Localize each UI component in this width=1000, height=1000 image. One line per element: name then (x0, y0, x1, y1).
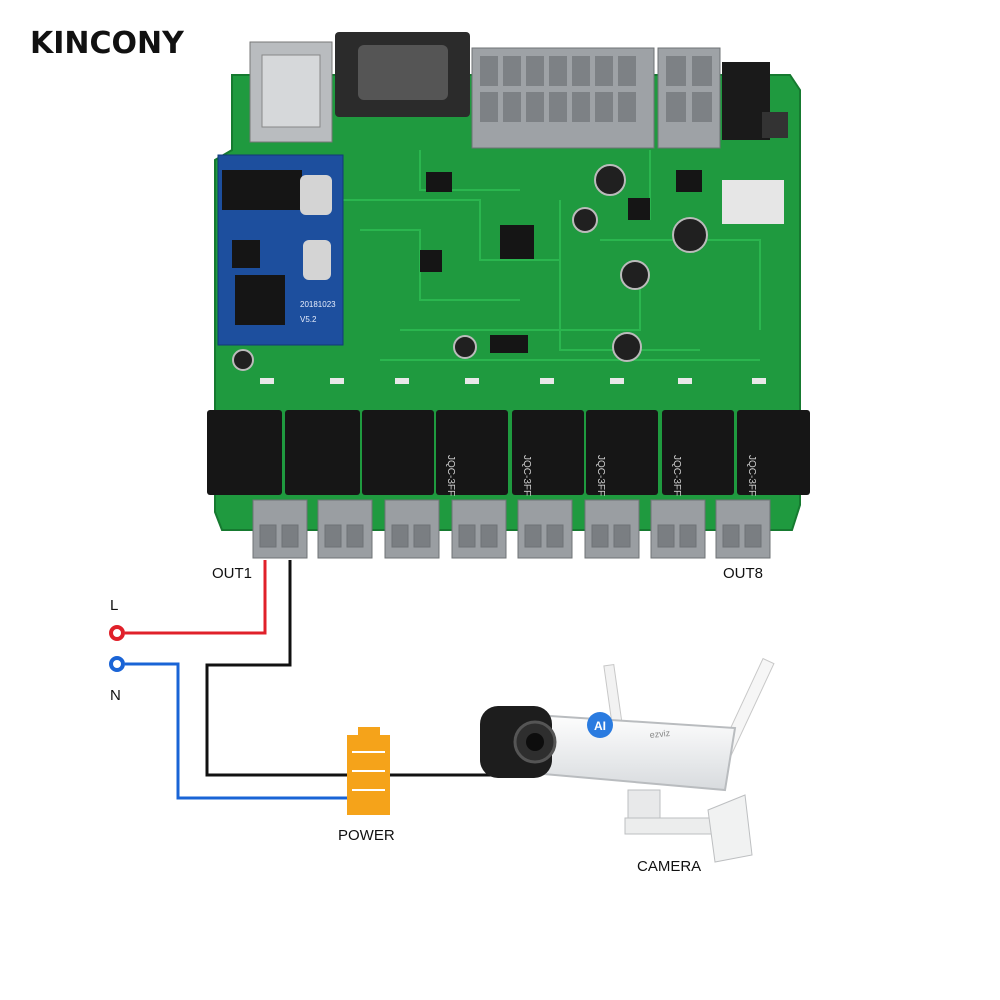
relay-4 (436, 410, 508, 495)
terminal-out1 (252, 499, 308, 559)
terminal-out7 (650, 499, 706, 559)
terminal-out6 (584, 499, 640, 559)
power-label: POWER (338, 827, 395, 844)
switched-wire (205, 560, 347, 777)
live-label: L (110, 597, 119, 614)
terminal-out8 (715, 499, 771, 559)
power-supply-icon (347, 727, 390, 815)
board-date-code: 20181023 (300, 300, 336, 309)
relay-5-model: JQC-3FF (521, 455, 532, 496)
terminal-out3 (384, 499, 440, 559)
relay-7-model: JQC-3FF (671, 455, 682, 496)
output-terminals (252, 499, 771, 559)
terminal-out4 (451, 499, 507, 559)
relay-3 (362, 410, 434, 495)
out8-label: OUT8 (723, 565, 764, 582)
relay-5 (512, 410, 584, 495)
neutral-label: N (110, 687, 121, 704)
neutral-terminal (109, 656, 125, 672)
brand-logo: KINCONY (30, 26, 184, 61)
camera-illustration: AI ezviz (480, 657, 775, 863)
relay-2 (285, 410, 360, 495)
live-wire (125, 560, 267, 635)
board-version: V5.2 (300, 315, 317, 324)
camera-brand-text: ezviz (649, 728, 671, 740)
camera-label: CAMERA (637, 858, 702, 875)
terminal-out2 (317, 499, 373, 559)
relay-6 (586, 410, 658, 495)
relay-8 (737, 410, 810, 495)
relay-row: JQC-3FF JQC-3FF JQC-3FF JQC-3FF JQC-3FF (207, 410, 810, 496)
relay-8-model: JQC-3FF (746, 455, 757, 496)
relay-7 (662, 410, 734, 495)
camera-ai-badge: AI (594, 719, 606, 733)
relay-6-model: JQC-3FF (595, 455, 606, 496)
neutral-wire (125, 662, 347, 800)
live-terminal (109, 625, 125, 641)
out1-label: OUT1 (212, 565, 253, 582)
terminal-out5 (517, 499, 573, 559)
relay-4-model: JQC-3FF (445, 455, 456, 496)
relay-1 (207, 410, 282, 495)
